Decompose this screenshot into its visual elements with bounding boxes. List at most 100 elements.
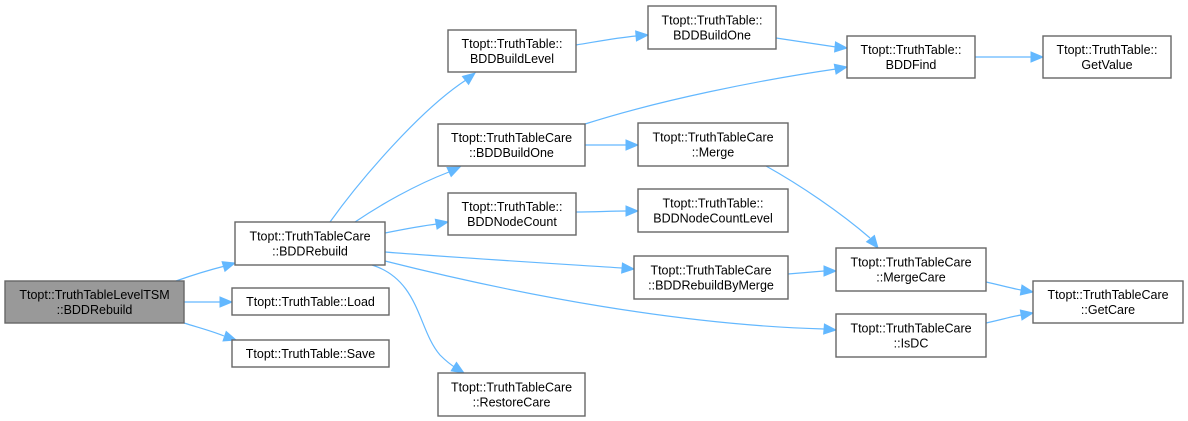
node-label: Ttopt::TruthTable:: [861,43,962,57]
node-label: BDDBuildOne [673,29,751,43]
node-box[interactable] [437,372,586,417]
node-ttc-merge[interactable]: Ttopt::TruthTableCare::Merge [637,122,789,167]
edge-line [384,260,825,330]
edge-line [575,35,637,46]
arrowhead-icon [1019,284,1035,296]
node-tt-bddnodecountlevel[interactable]: Ttopt::TruthTable::BDDNodeCountLevel [637,188,789,233]
node-label: Ttopt::TruthTableCare [1047,288,1168,302]
node-label: ::BDDRebuild [272,245,348,259]
node-label: Ttopt::TruthTable:: [663,197,764,211]
edge-line [985,314,1022,324]
node-ttc-getcare[interactable]: Ttopt::TruthTableCare::GetCare [1032,280,1184,324]
node-ttc-isdc[interactable]: Ttopt::TruthTableCare::IsDC [835,313,987,358]
arrowhead-icon [1030,51,1045,63]
edge-ttc_bddrebuildbymerge-to-ttc_mergecare [787,265,838,277]
node-label: ::GetCare [1081,303,1135,317]
node-box[interactable] [1032,280,1184,324]
node-tt-bddfind[interactable]: Ttopt::TruthTable::BDDFind [846,35,976,79]
node-label: ::IsDC [894,337,929,351]
edge-tt_bddfind-to-tt_getvalue [975,51,1045,63]
edge-ttc_isdc-to-ttc_getcare [985,309,1035,324]
edge-root-to-ttc_bddrebuild [175,261,237,282]
node-label: Ttopt::TruthTable::Save [246,347,376,361]
arrowhead-icon [434,218,450,230]
node-ttc-bddrebuildbymerge[interactable]: Ttopt::TruthTableCare::BDDRebuildByMerge [633,255,789,300]
node-label: ::MergeCare [876,271,946,285]
edge-line [584,68,837,125]
edge-line [985,281,1022,291]
node-box[interactable] [637,122,789,167]
edge-ttc_mergecare-to-ttc_getcare [985,281,1035,296]
edge-line [183,322,225,337]
arrowhead-icon [823,265,838,277]
node-ttc-restorecare[interactable]: Ttopt::TruthTableCare::RestoreCare [437,372,586,417]
edge-tt_bddbuildlevel-to-tt_bddbuildone [575,30,650,46]
arrowhead-icon [446,166,462,178]
node-ttc-bddbuildone[interactable]: Ttopt::TruthTableCare::BDDBuildOne [437,123,586,167]
edge-ttc_bddrebuild-to-tt_bddnodecount [384,218,450,234]
arrowhead-icon [625,139,640,151]
node-label: Ttopt::TruthTableCare [650,264,771,278]
node-label: BDDBuildLevel [470,52,554,66]
node-box[interactable] [846,35,976,79]
node-label: BDDNodeCount [467,215,557,229]
edge-ttc_bddrebuild-to-ttc_restorecare [371,264,466,374]
arrowhead-icon [461,72,477,86]
node-box[interactable] [835,247,987,292]
node-label: ::BDDBuildOne [469,146,554,160]
edge-line [371,264,457,369]
arrowhead-icon [221,261,237,273]
node-label: Ttopt::TruthTableCare [451,131,572,145]
arrowhead-icon [834,41,849,53]
node-box[interactable] [447,192,577,236]
node-box[interactable] [1042,35,1172,79]
node-label: ::Merge [692,146,734,160]
edge-ttc_merge-to-ttc_mergecare [765,165,879,250]
arrowhead-icon [833,63,849,75]
node-ttc-mergecare[interactable]: Ttopt::TruthTableCare::MergeCare [835,247,987,292]
node-box[interactable] [231,339,390,368]
node-box[interactable] [231,287,390,316]
node-tt-save[interactable]: Ttopt::TruthTable::Save [231,339,390,368]
node-tt-bddbuildone[interactable]: Ttopt::TruthTable::BDDBuildOne [647,5,777,50]
node-label: Ttopt::TruthTableCare [850,322,971,336]
arrowhead-icon [450,361,466,374]
arrowhead-icon [1019,309,1035,321]
node-label: BDDFind [886,58,937,72]
node-box[interactable] [637,188,789,233]
arrowhead-icon [222,330,238,342]
node-label: Ttopt::TruthTable:: [462,200,563,214]
node-box[interactable] [835,313,987,358]
node-label: Ttopt::TruthTable:: [1057,43,1158,57]
arrowhead-icon [625,205,640,217]
edge-line [384,223,438,234]
node-box[interactable] [633,255,789,300]
edge-root-to-tt_load [184,296,234,308]
edge-line [775,37,837,48]
edge-ttc_bddrebuild-to-ttc_bddbuildone [354,166,462,223]
node-label: Ttopt::TruthTable::Load [246,295,375,309]
arrowhead-icon [621,262,636,274]
edge-ttc_bddbuildone-to-tt_bddfind [584,63,849,125]
node-tt-load[interactable]: Ttopt::TruthTable::Load [231,287,390,316]
edge-ttc_bddrebuild-to-ttc_bddrebuildbymerge [384,251,636,274]
edge-ttc_bddbuildone-to-ttc_merge [585,139,640,151]
node-box[interactable] [447,29,577,73]
node-tt-getvalue[interactable]: Ttopt::TruthTable::GetValue [1042,35,1172,79]
node-box[interactable] [647,5,777,50]
node-tt-bddnodecount[interactable]: Ttopt::TruthTable::BDDNodeCount [447,192,577,236]
node-label: Ttopt::TruthTableLevelTSM [19,288,169,302]
edge-line [354,171,450,223]
arrowhead-icon [219,296,234,308]
node-box[interactable] [234,221,386,266]
arrowhead-icon [823,323,838,335]
node-ttc-bddrebuild[interactable]: Ttopt::TruthTableCare::BDDRebuild [234,221,386,266]
node-tt-bddbuildlevel[interactable]: Ttopt::TruthTable::BDDBuildLevel [447,29,577,73]
node-box[interactable] [4,280,185,324]
edge-tt_bddbuildone-to-tt_bddfind [775,37,849,53]
node-label: BDDNodeCountLevel [653,212,773,226]
node-root[interactable]: Ttopt::TruthTableLevelTSM::BDDRebuild [4,280,185,324]
node-box[interactable] [437,123,586,167]
edge-line [175,265,226,282]
